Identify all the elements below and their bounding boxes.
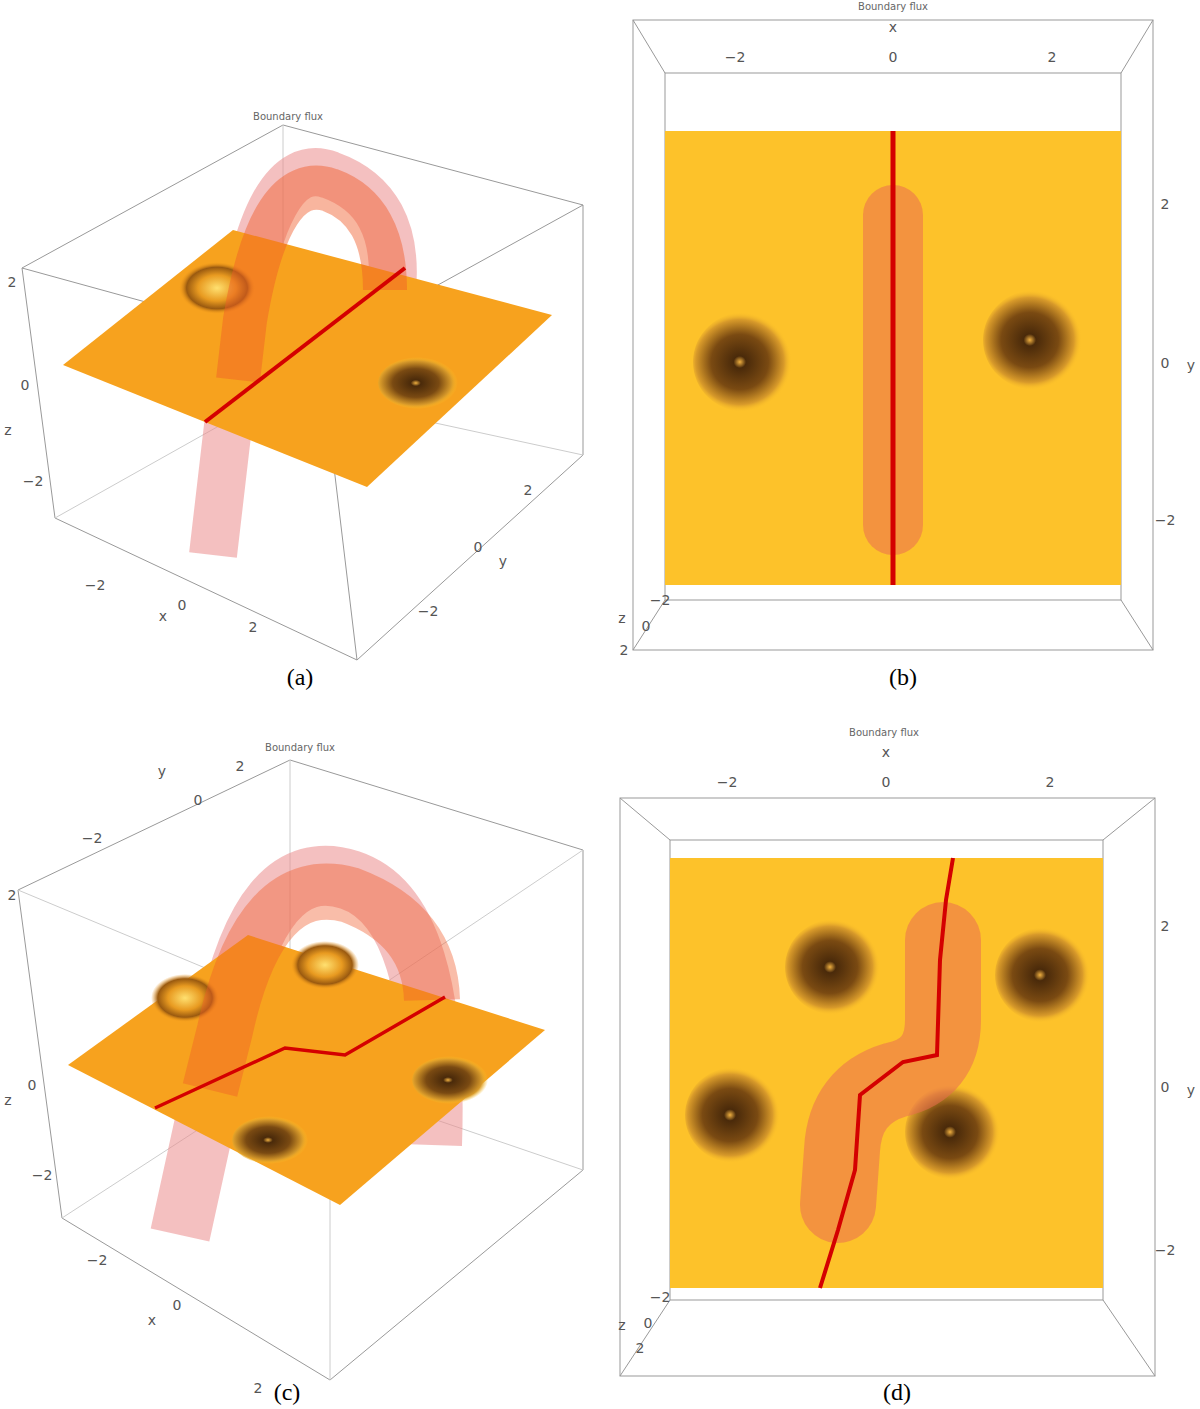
axis-tick: 0 bbox=[642, 619, 651, 633]
axis-tick: −2 bbox=[82, 831, 103, 845]
axis-tick: 0 bbox=[882, 775, 891, 789]
axis-tick: −2 bbox=[725, 50, 746, 64]
axis-tick: 2 bbox=[1046, 775, 1055, 789]
axis-tick: 2 bbox=[636, 1341, 645, 1355]
flux-tube bbox=[238, 188, 385, 380]
axis-tick: 0 bbox=[889, 50, 898, 64]
boundary-plane bbox=[68, 935, 545, 1205]
axis-tick: −2 bbox=[1155, 513, 1176, 527]
axis-tick: 2 bbox=[8, 888, 17, 902]
axis-tick: −2 bbox=[650, 593, 671, 607]
axis-tick: 2 bbox=[249, 620, 258, 634]
flux-dip bbox=[785, 919, 885, 1015]
flux-dip bbox=[412, 1056, 492, 1104]
axis-tick: z bbox=[618, 611, 625, 625]
axis-tick: 2 bbox=[8, 275, 17, 289]
axis-tick: 0 bbox=[1161, 1080, 1170, 1094]
plot-title: Boundary flux bbox=[253, 112, 323, 122]
axis-tick: 2 bbox=[524, 483, 533, 497]
boundary-plane bbox=[670, 858, 1103, 1288]
axis-tick: y bbox=[1187, 358, 1195, 372]
axis-tick: x bbox=[159, 609, 167, 623]
panel-c bbox=[18, 760, 583, 1380]
flux-dip bbox=[693, 312, 797, 412]
plot-title: Boundary flux bbox=[849, 728, 919, 738]
axis-tick: −2 bbox=[85, 578, 106, 592]
panel-d bbox=[620, 798, 1155, 1376]
axis-tick: −2 bbox=[717, 775, 738, 789]
boundary-plane bbox=[63, 230, 552, 487]
axis-tick: −2 bbox=[87, 1253, 108, 1267]
flux-dip bbox=[983, 290, 1087, 390]
axis-tick: 0 bbox=[28, 1078, 37, 1092]
flux-dip bbox=[378, 357, 462, 409]
axis-tick: y bbox=[499, 554, 507, 568]
axis-tick: 0 bbox=[644, 1316, 653, 1330]
flux-dip bbox=[995, 927, 1095, 1023]
plot-title: Boundary flux bbox=[858, 2, 928, 12]
axis-tick: 0 bbox=[178, 598, 187, 612]
panel-caption: (a) bbox=[287, 665, 314, 689]
panel-caption: (d) bbox=[883, 1380, 911, 1404]
axis-tick: 2 bbox=[254, 1381, 263, 1395]
flux-dip bbox=[685, 1067, 785, 1163]
axis-tick: 2 bbox=[620, 643, 629, 657]
axis-tick: y bbox=[1187, 1083, 1195, 1097]
boundary-plane bbox=[665, 131, 1121, 585]
axis-tick: y bbox=[158, 764, 166, 778]
axis-tick: −2 bbox=[1155, 1243, 1176, 1257]
axis-tick: −2 bbox=[32, 1168, 53, 1182]
panel-a bbox=[22, 125, 583, 660]
axis-tick: z bbox=[618, 1318, 625, 1332]
axis-tick: 0 bbox=[21, 378, 30, 392]
axis-tick: −2 bbox=[23, 474, 44, 488]
panel-caption: (c) bbox=[274, 1380, 301, 1404]
axis-tick: −2 bbox=[418, 604, 439, 618]
axis-tick: z bbox=[4, 423, 11, 437]
axis-tick: 2 bbox=[1161, 919, 1170, 933]
axis-tick: x bbox=[889, 20, 897, 34]
axis-tick: 2 bbox=[1048, 50, 1057, 64]
axis-tick: 0 bbox=[1161, 356, 1170, 370]
panel-b bbox=[633, 20, 1153, 650]
red-line bbox=[820, 858, 953, 1288]
plot-title: Boundary flux bbox=[265, 743, 335, 753]
axis-tick: z bbox=[4, 1093, 11, 1107]
flux-peak bbox=[291, 941, 359, 989]
panel-caption: (b) bbox=[889, 665, 917, 689]
axis-tick: 0 bbox=[474, 540, 483, 554]
axis-tick: 2 bbox=[1161, 197, 1170, 211]
axis-tick: 2 bbox=[236, 759, 245, 773]
red-line bbox=[155, 997, 445, 1108]
red-line bbox=[891, 131, 896, 585]
flux-dip bbox=[232, 1116, 312, 1164]
axis-tick: 0 bbox=[173, 1298, 182, 1312]
axis-tick: x bbox=[882, 745, 890, 759]
flux-tube bbox=[210, 892, 432, 1090]
axis-tick: 0 bbox=[194, 793, 203, 807]
axis-tick: x bbox=[148, 1313, 156, 1327]
axis-tick: −2 bbox=[650, 1290, 671, 1304]
red-line bbox=[205, 268, 405, 422]
